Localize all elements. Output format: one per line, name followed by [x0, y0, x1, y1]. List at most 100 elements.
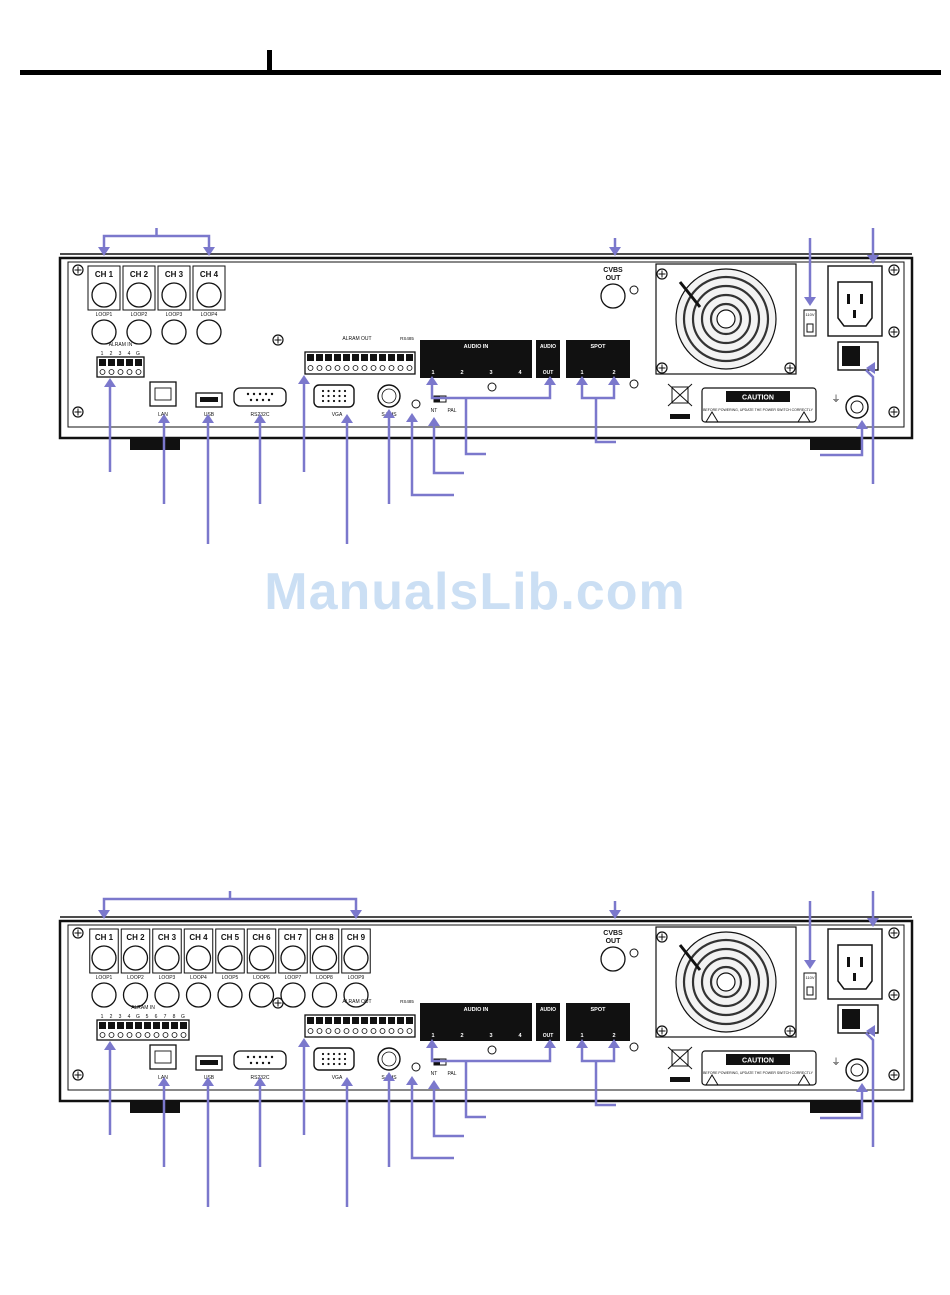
p0-callout-power-switch — [865, 369, 875, 484]
p0-alarm-out-screw-11 — [406, 365, 413, 371]
p1-cvbs-label-2: OUT — [606, 938, 622, 945]
p0-arrow-ch-first — [98, 247, 110, 256]
p1-alarm-out-screw-3 — [334, 1028, 341, 1034]
p1-loop-bnc-6 — [248, 982, 275, 1008]
p0-callout-channels — [102, 234, 211, 248]
p1-vga-pin-21 — [327, 1062, 330, 1066]
p1-channel-box-7 — [278, 928, 308, 974]
p0-alarm-out-screw-5 — [352, 365, 359, 371]
p0-callout-audio-stem — [464, 398, 486, 456]
p1-alarm-in-num-3: 4 — [128, 1014, 131, 1020]
p1-callout-reset — [410, 1084, 454, 1160]
p1-alarm-in-pin-4 — [135, 1022, 142, 1029]
p0-power-pin-3 — [853, 310, 856, 318]
p1-channel-bnc-7 — [280, 945, 306, 971]
p0-fan-ring-3 — [709, 302, 743, 336]
p0-vga-pin-14 — [343, 394, 347, 398]
p1-rs232c-pin-a0 — [246, 1055, 250, 1059]
p0-audio-in-num-2: 3 — [489, 370, 492, 376]
p1-caution-title-bg — [726, 1054, 790, 1065]
p1-alarm-out-screw-10 — [397, 1028, 404, 1034]
p0-alarm-in-num-3: 4 — [128, 351, 131, 357]
p0-loop-bnc-2 — [126, 319, 152, 345]
p1-arrow-voltage — [804, 960, 816, 969]
p1-channel-bnc-4 — [185, 945, 212, 971]
p1-power-rocker — [842, 1009, 860, 1029]
p1-vga-label: VGA — [332, 1075, 343, 1081]
p1-fan-blade-mark — [678, 944, 702, 971]
p1-alarm-in-num-6: 6 — [155, 1014, 158, 1020]
p0-voltage-knob — [806, 323, 814, 333]
p0-nt-label: NT — [431, 408, 438, 414]
p0-arrow-spot-1 — [576, 376, 588, 385]
p1-arrow-power-socket — [867, 918, 879, 927]
p0-cvbs-label: CVBS — [603, 267, 623, 274]
p0-arrow-ch-last — [203, 247, 215, 256]
p1-cvbs-label: CVBS — [603, 930, 623, 937]
p1-foot-right — [810, 1101, 862, 1113]
p0-alarm-out-pin-3 — [334, 354, 341, 361]
p0-audio-in-label: AUDIO IN — [464, 344, 489, 350]
p1-rs232c-pin-a1 — [252, 1055, 256, 1059]
p1-alarm-out-screw-0 — [307, 1028, 314, 1034]
p0-arrow-power-switch — [866, 362, 875, 374]
p1-vga-pin-20 — [321, 1062, 325, 1066]
p0-arrow-alarm-in — [104, 378, 116, 387]
p1-channel-label-8: CH 8 — [315, 933, 334, 942]
p1-alarm-out-screw-9 — [388, 1028, 395, 1034]
p1-alarm-in-pin-7 — [162, 1022, 169, 1029]
p1-weee-bin-icon — [671, 1049, 689, 1067]
p0-alarm-in-num-0: 1 — [101, 351, 104, 357]
p0-alarm-in-screw-0 — [99, 369, 106, 375]
p0-channel-bnc-4 — [196, 282, 222, 308]
p0-vga-pin-12 — [332, 394, 336, 398]
p1-alarm-out-pin-4 — [343, 1017, 350, 1024]
p0-ground-icon: ⏚ — [831, 394, 840, 404]
p0-loop-label-4: LOOP4 — [201, 312, 218, 318]
p1-arrow-ntpal — [428, 1080, 440, 1089]
p1-channel-box-1 — [89, 928, 119, 974]
p1-alarm-in-num-1: 2 — [110, 1014, 113, 1020]
p1-loop-label-9: LOOP9 — [348, 975, 365, 981]
p1-alarm-out-pin-0 — [307, 1017, 314, 1024]
p1-power-socket — [837, 944, 873, 990]
p0-fan-blade-mark — [678, 281, 702, 308]
p1-channel-bnc-8 — [311, 945, 338, 971]
p1-alarm-in-num-2: 3 — [119, 1014, 122, 1020]
p1-alarm-out-screw-1 — [316, 1028, 323, 1034]
p0-alarm-in-screw-3 — [126, 369, 133, 375]
p0-channel-bnc-3 — [161, 282, 187, 308]
p0-chassis-inner — [67, 261, 905, 428]
p0-cvbs-label-2: OUT — [606, 275, 622, 282]
p1-callout-ntpal — [432, 1088, 464, 1138]
p1-pal-label: PAL — [447, 1071, 456, 1077]
p1-channel-label-4: CH 4 — [189, 933, 208, 942]
p1-lan-socket — [154, 1050, 172, 1064]
p1-alarm-in-screw-9 — [180, 1032, 187, 1038]
p0-caution-title-bg — [726, 391, 790, 402]
p0-alarm-out-pin-0 — [307, 354, 314, 361]
p1-arrow-reset — [406, 1076, 418, 1085]
p1-audio-out-label-2: OUT — [543, 1033, 554, 1039]
p1-alarm-in-screw-3 — [126, 1032, 133, 1038]
p0-vga-pin-20 — [321, 399, 325, 403]
p0-warning-icon-left — [705, 411, 719, 423]
p0-audio-in-num-3: 4 — [518, 370, 522, 376]
p0-alarm-out-screw-0 — [307, 365, 314, 371]
p1-loop-label-7: LOOP7 — [285, 975, 302, 981]
p1-loop-bnc-1 — [91, 982, 117, 1008]
p1-alarm-in-num-7: 7 — [164, 1014, 167, 1020]
p1-alarm-in-screw-1 — [108, 1032, 115, 1038]
p0-arrow-usb — [202, 414, 214, 423]
p1-alarm-out-pin-9 — [388, 1017, 395, 1024]
p1-arrow-svhs — [383, 1072, 395, 1081]
p0-arrow-ground — [856, 420, 868, 429]
p1-top-hole — [629, 948, 639, 958]
header-rule — [20, 70, 941, 75]
p0-alarm-out-screw-10 — [397, 365, 404, 371]
p0-arrow-reset — [406, 413, 418, 422]
p0-alarm-out-pin-4 — [343, 354, 350, 361]
p0-lan-label: LAN — [158, 412, 168, 418]
p1-alarm-out-screw-8 — [379, 1028, 386, 1034]
